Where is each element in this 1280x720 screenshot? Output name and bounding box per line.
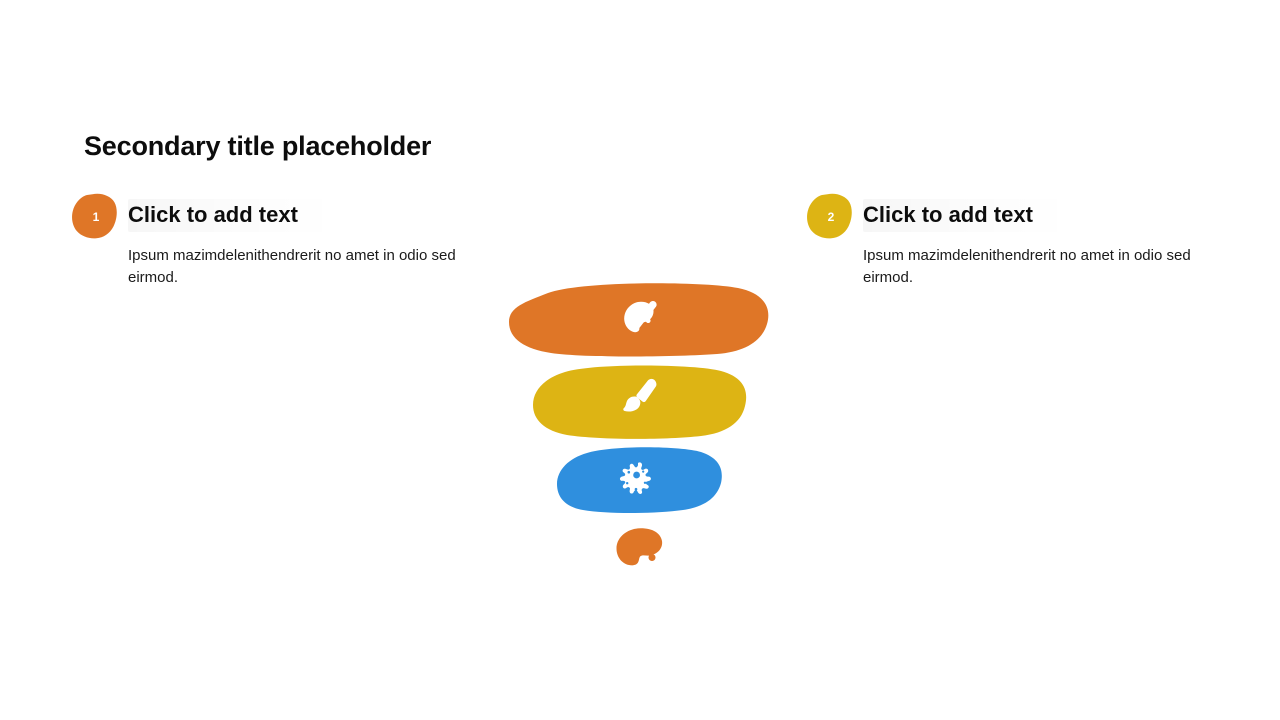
column-1-body[interactable]: Ipsum mazimdelenithendrerit no amet in o… [128,247,456,286]
palette-icon [616,528,663,566]
column-2-heading[interactable]: Click to add text [863,202,1033,227]
number-badge-1-label: 1 [92,210,100,224]
funnel-diagram [495,275,785,585]
palette-brush-icon [624,300,657,333]
text-column-2: 2 Click to add text Ipsum mazimdelenithe… [805,193,1205,289]
column-2-body[interactable]: Ipsum mazimdelenithendrerit no amet in o… [863,247,1191,286]
paintbrush-icon [623,378,657,412]
number-badge-2[interactable]: 2 [807,193,853,239]
number-badge-2-label: 2 [827,210,835,224]
funnel-layer-2[interactable] [495,360,785,450]
page-title: Secondary title placeholder [84,131,432,161]
number-badge-1[interactable]: 1 [72,193,118,239]
paint-splatter-icon [619,462,651,495]
text-column-1: 1 Click to add text Ipsum mazimdelenithe… [70,193,470,289]
blob-shape-icon [807,193,852,239]
column-1-heading[interactable]: Click to add text [128,202,298,227]
column-1-header: 1 Click to add text [70,193,470,243]
column-1-heading-highlight: Click to add text [128,199,338,233]
funnel-layer-3[interactable] [495,443,785,528]
funnel-layer-1[interactable] [495,275,785,365]
blob-shape-icon [72,193,117,239]
column-2-heading-highlight: Click to add text [863,199,1073,233]
funnel-tip[interactable] [495,525,785,585]
column-2-header: 2 Click to add text [805,193,1205,243]
